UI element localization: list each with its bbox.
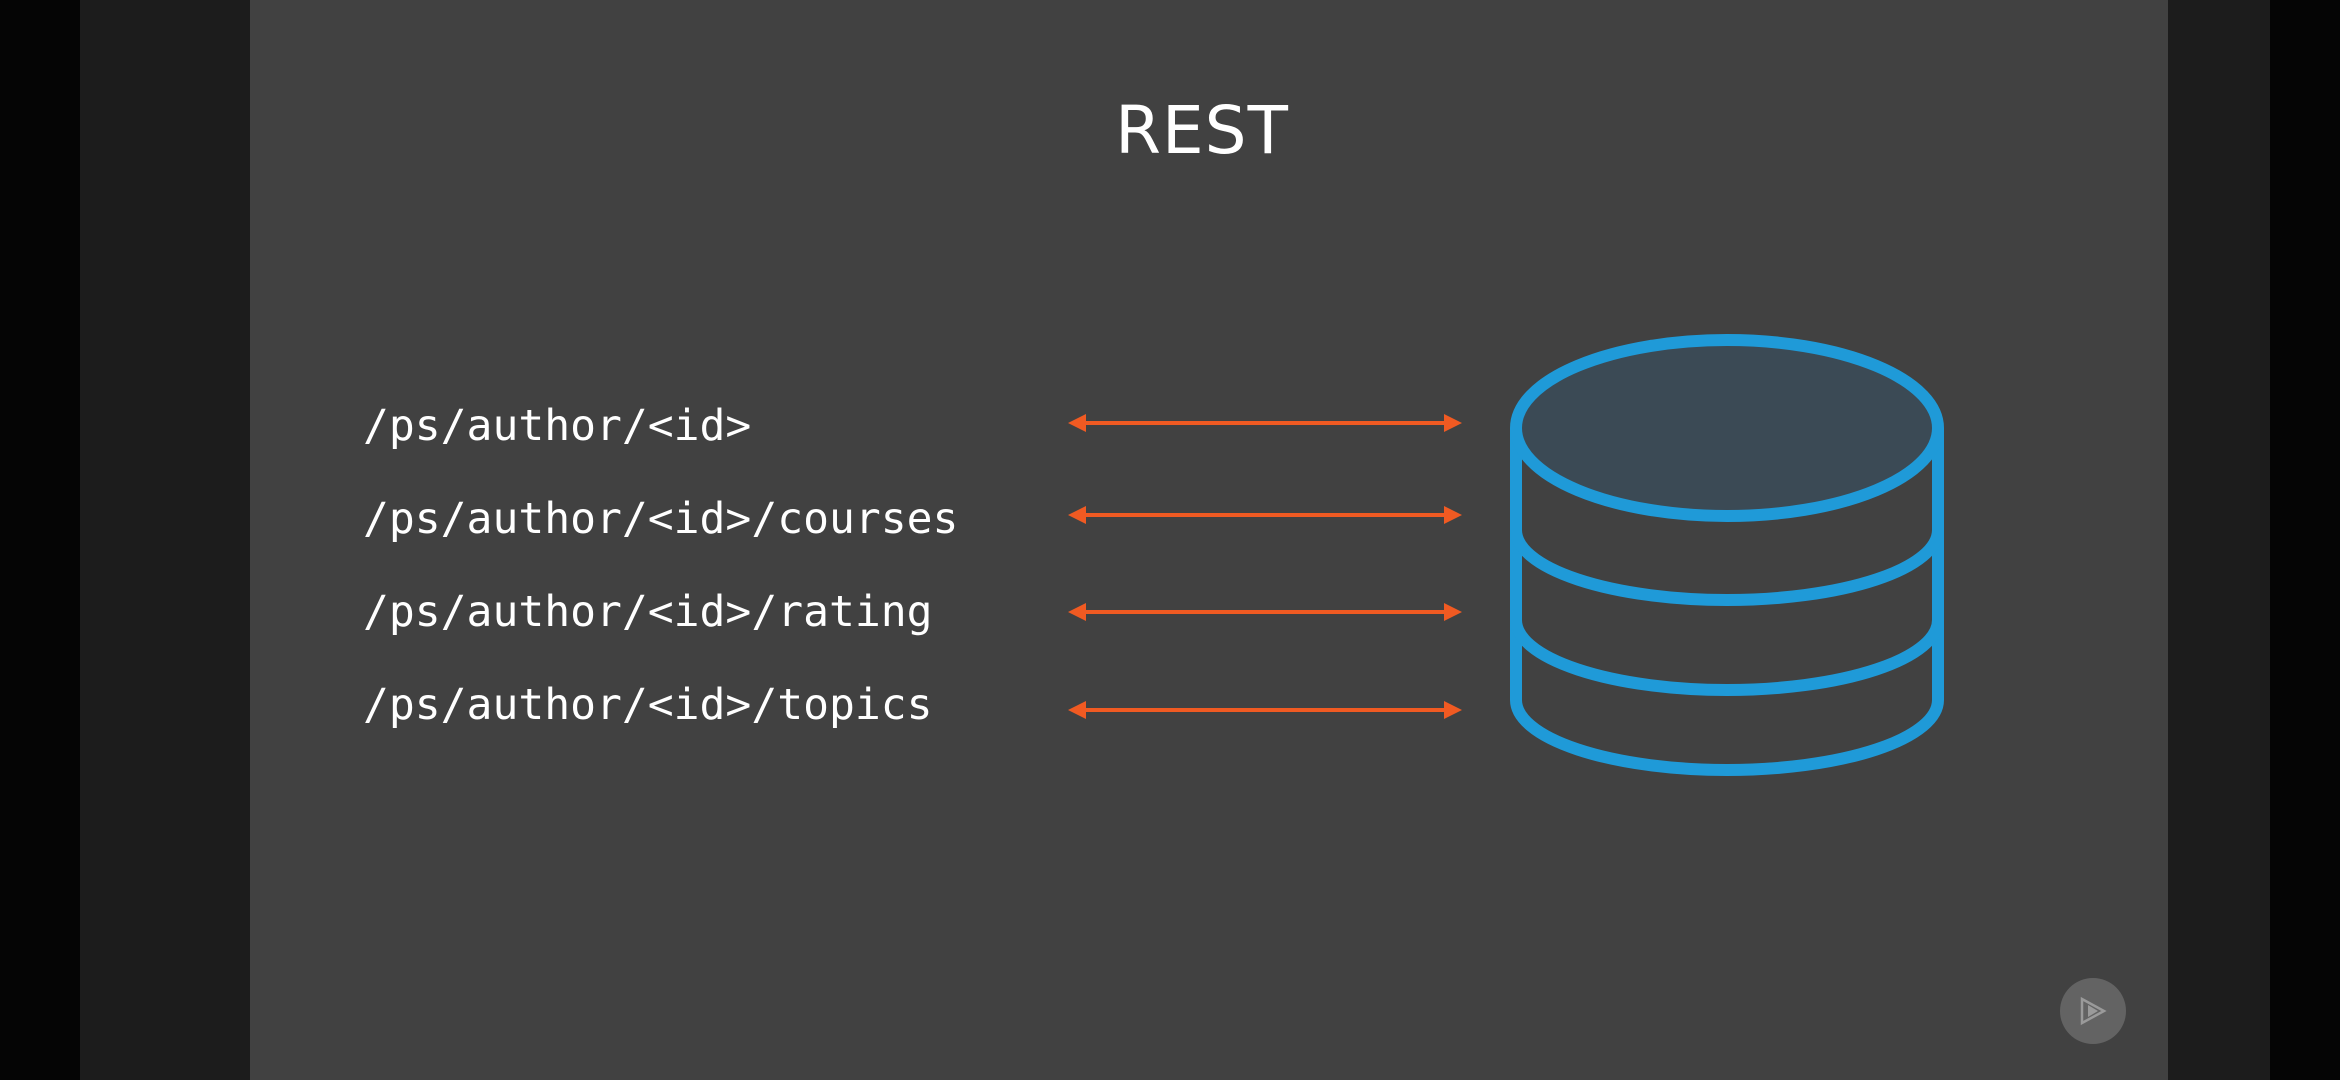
letterbox-left xyxy=(0,0,80,1080)
play-logo-icon xyxy=(2060,978,2126,1044)
double-arrow-icon xyxy=(1068,414,1462,432)
endpoint-item: /ps/author/<id>/rating xyxy=(363,587,933,637)
arrow-group xyxy=(1068,414,1462,719)
endpoint-item: /ps/author/<id>/topics xyxy=(363,680,933,730)
presentation-slide: REST /ps/author/<id> /ps/author/<id>/cou… xyxy=(250,0,2168,1080)
pillarbox-right xyxy=(2168,0,2270,1080)
endpoint-item: /ps/author/<id>/courses xyxy=(363,494,959,544)
endpoint-list: /ps/author/<id> /ps/author/<id>/courses … xyxy=(363,396,958,768)
double-arrow-icon xyxy=(1068,506,1462,524)
database-icon xyxy=(1510,334,1944,776)
endpoint-item: /ps/author/<id> xyxy=(363,401,752,451)
pillarbox-left xyxy=(80,0,250,1080)
slide-title: REST xyxy=(1115,92,1289,169)
letterbox-right xyxy=(2270,0,2340,1080)
double-arrow-icon xyxy=(1068,701,1462,719)
double-arrow-icon xyxy=(1068,603,1462,621)
